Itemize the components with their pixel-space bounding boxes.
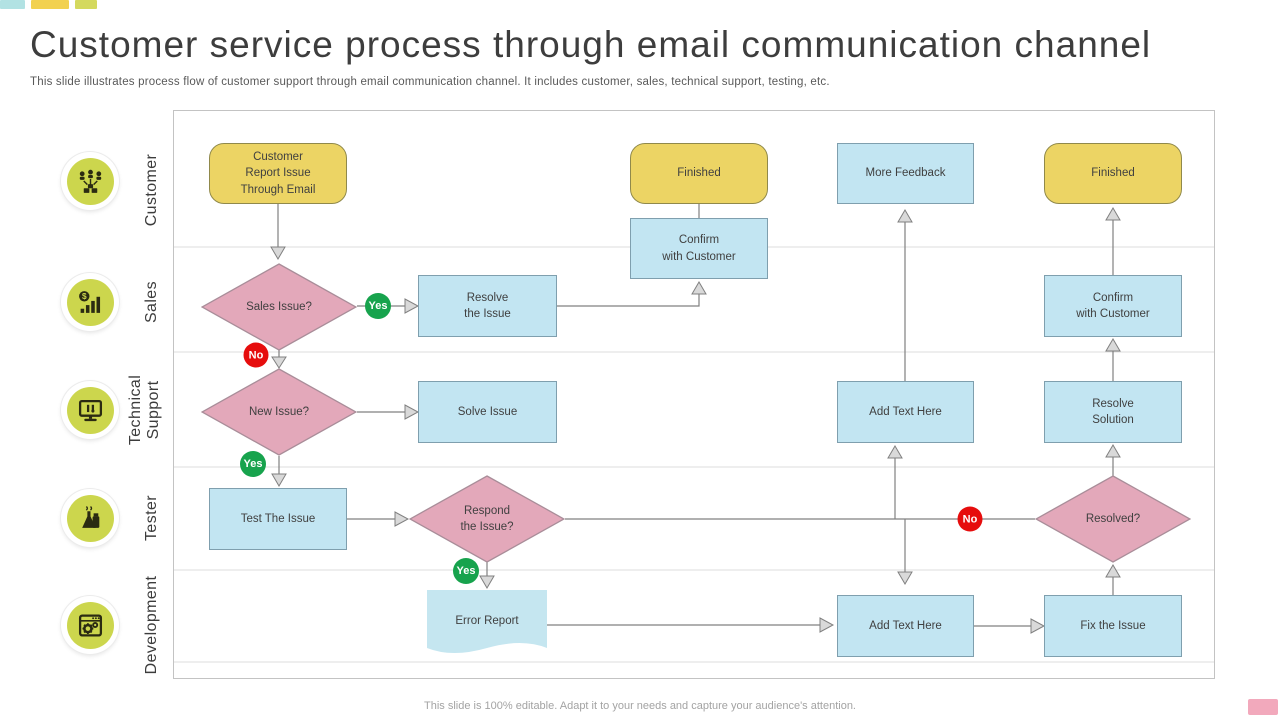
diamond-shape bbox=[1035, 475, 1191, 563]
node-resolved-decision: Resolved? bbox=[1035, 475, 1191, 563]
diamond-shape bbox=[201, 368, 357, 456]
yes-badge-respond: Yes bbox=[453, 558, 479, 584]
node-customer-report-issue: Customer Report Issue Through Email bbox=[209, 143, 347, 204]
lane-icon-sales: $ bbox=[61, 273, 119, 331]
node-confirm-with-customer-mid: Confirm with Customer bbox=[630, 218, 768, 279]
lane-label-sales: Sales bbox=[143, 280, 161, 324]
node-resolve-the-issue: Resolve the Issue bbox=[418, 275, 557, 337]
sales-bar-chart-icon: $ bbox=[66, 278, 114, 326]
footer-note: This slide is 100% editable. Adapt it to… bbox=[424, 700, 856, 712]
node-respond-the-issue-decision: Respond the Issue? bbox=[409, 475, 565, 563]
decision-label: Resolved? bbox=[1085, 512, 1141, 525]
decision-label: Sales Issue? bbox=[246, 300, 312, 313]
node-test-the-issue: Test The Issue bbox=[209, 488, 347, 550]
document-shape bbox=[427, 590, 547, 653]
node-finished-mid: Finished bbox=[630, 143, 768, 204]
node-fix-the-issue: Fix the Issue bbox=[1044, 595, 1182, 657]
lane-label-development: Development bbox=[143, 575, 161, 675]
node-resolve-solution: Resolve Solution bbox=[1044, 381, 1182, 443]
page-subtitle: This slide illustrates process flow of c… bbox=[30, 76, 830, 88]
lane-label-customer: Customer bbox=[143, 153, 161, 227]
node-solve-issue: Solve Issue bbox=[418, 381, 557, 443]
diamond-shape bbox=[201, 263, 357, 351]
node-error-report: Error Report bbox=[427, 590, 547, 660]
corner-tab-green bbox=[75, 0, 97, 9]
node-sales-issue-decision: Sales Issue? bbox=[201, 263, 357, 351]
document-label: Error Report bbox=[455, 614, 519, 627]
decision-label: Respond the Issue? bbox=[460, 504, 514, 533]
corner-tab-pink bbox=[1248, 699, 1278, 715]
yes-badge-new-issue: Yes bbox=[240, 451, 266, 477]
no-badge-sales: No bbox=[243, 342, 269, 368]
node-confirm-with-customer-right: Confirm with Customer bbox=[1044, 275, 1182, 337]
lane-icon-customer bbox=[61, 152, 119, 210]
lane-dividers bbox=[174, 246, 1214, 663]
monitor-tools-icon bbox=[66, 386, 114, 434]
lab-flask-icon bbox=[66, 494, 114, 542]
no-badge-resolved: No bbox=[957, 506, 983, 532]
node-add-text-here-support: Add Text Here bbox=[837, 381, 974, 443]
lane-icon-tester bbox=[61, 489, 119, 547]
lane-icon-technical-support bbox=[61, 381, 119, 439]
node-finished-right: Finished bbox=[1044, 143, 1182, 204]
node-new-issue-decision: New Issue? bbox=[201, 368, 357, 456]
node-add-text-here-dev: Add Text Here bbox=[837, 595, 974, 657]
yes-badge-sales: Yes bbox=[365, 293, 391, 319]
window-gears-icon bbox=[66, 601, 114, 649]
svg-text:$: $ bbox=[81, 290, 86, 300]
page-title: Customer service process through email c… bbox=[30, 24, 1152, 65]
people-network-icon bbox=[66, 157, 114, 205]
diamond-shape bbox=[409, 475, 565, 563]
lane-icon-development bbox=[61, 596, 119, 654]
node-more-feedback: More Feedback bbox=[837, 143, 974, 204]
connector-lines bbox=[277, 204, 1114, 627]
lane-label-tester: Tester bbox=[143, 495, 161, 541]
corner-tab-yellow bbox=[31, 0, 69, 9]
swimlane-frame bbox=[173, 110, 1215, 679]
corner-tab-teal bbox=[0, 0, 25, 9]
lane-label-technical-support: Technical Support bbox=[127, 374, 162, 446]
connector-arrowheads bbox=[270, 207, 1121, 634]
decision-label: New Issue? bbox=[248, 405, 310, 418]
